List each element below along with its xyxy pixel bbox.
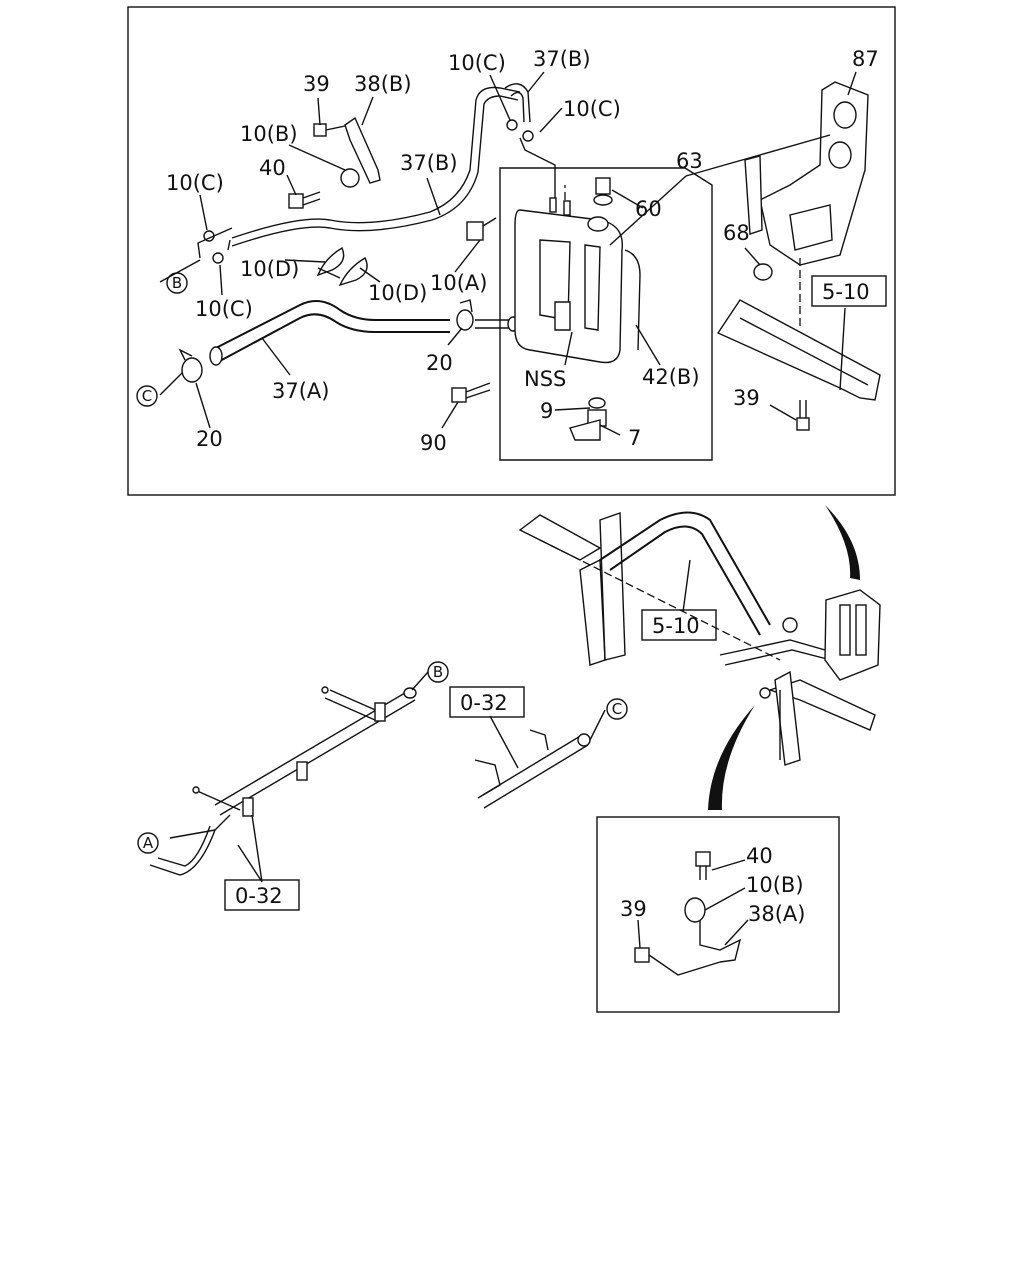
pipe-assembly-left <box>149 686 417 876</box>
label-37b-top: 37(B) <box>533 47 591 71</box>
main-frame <box>127 6 896 496</box>
hose-37b-upper <box>504 83 566 200</box>
bracket-87 <box>744 81 869 266</box>
bolt-39-right <box>796 400 810 431</box>
leader-0-32-mid <box>489 715 519 769</box>
label-10c-left: 10(C) <box>166 171 224 195</box>
clamp-20-mid <box>456 299 474 331</box>
label-87: 87 <box>852 47 879 71</box>
cap-60 <box>593 177 613 206</box>
leader-0-32-left <box>237 814 263 883</box>
ref-box-5-10-top <box>811 275 887 307</box>
label-40-inset: 40 <box>746 844 773 868</box>
label-10a: 10(A) <box>430 271 487 295</box>
label-68: 68 <box>723 221 750 245</box>
clips-10d <box>316 246 368 287</box>
connector-b-low-letter: B <box>433 663 443 681</box>
hose-42b <box>624 249 641 351</box>
label-90: 90 <box>420 431 447 455</box>
leader-5-10-mid <box>682 559 691 613</box>
ref-0-32-mid: 0-32 <box>460 691 508 715</box>
bracket-38b <box>313 116 381 188</box>
ref-box-0-32-left <box>224 879 300 911</box>
reservoir-tank-63 <box>514 197 624 364</box>
sensor-7 <box>569 397 607 441</box>
label-10c-top1: 10(C) <box>448 51 506 75</box>
ref-5-10-mid: 5-10 <box>652 614 700 638</box>
label-nss: NSS <box>524 367 566 391</box>
ref-0-32-left: 0-32 <box>235 884 283 908</box>
inset-parts <box>634 851 749 976</box>
label-7: 7 <box>628 426 641 450</box>
label-20-bottom: 20 <box>196 427 223 451</box>
leader-lines <box>159 71 857 436</box>
label-37b-mid: 37(B) <box>400 151 458 175</box>
connector-b-top-letter: B <box>172 274 182 292</box>
label-20-mid: 20 <box>426 351 453 375</box>
ref-5-10-top: 5-10 <box>822 280 870 304</box>
connector-b-low <box>427 661 449 683</box>
label-39-top: 39 <box>303 72 330 96</box>
label-39-inset: 39 <box>620 897 647 921</box>
label-10b-inset: 10(B) <box>746 873 804 897</box>
label-42b: 42(B) <box>642 365 700 389</box>
clamp-10c-top <box>506 119 534 142</box>
label-10b-top: 10(B) <box>240 122 298 146</box>
label-38b: 38(B) <box>354 72 412 96</box>
bolt-40 <box>288 191 321 209</box>
connector-c-low <box>606 698 628 720</box>
clamp-20-left <box>178 348 203 383</box>
chassis-view <box>518 511 881 766</box>
label-38a-inset: 38(A) <box>748 902 805 926</box>
connector-a-low <box>137 832 159 854</box>
ref-box-0-32-mid <box>449 686 525 718</box>
label-10c-low: 10(C) <box>195 297 253 321</box>
clip-10c-left <box>197 227 233 264</box>
nut-68 <box>753 263 773 281</box>
ref-box-5-10-mid <box>641 609 717 641</box>
tank-subframe <box>499 167 713 461</box>
detail-arrow-top <box>825 505 860 580</box>
clip-10a <box>466 217 497 241</box>
connector-c-top-letter: C <box>142 387 152 405</box>
connector-a-low-letter: A <box>143 834 154 852</box>
connector-b-top <box>166 272 188 294</box>
hose-37b <box>227 86 521 251</box>
label-63: 63 <box>676 149 703 173</box>
label-40-top: 40 <box>259 156 286 180</box>
label-10d-1: 10(D) <box>240 257 299 281</box>
label-9: 9 <box>540 399 553 423</box>
label-37a: 37(A) <box>272 379 329 403</box>
inset-frame <box>596 816 840 1013</box>
label-10d-2: 10(D) <box>368 281 427 305</box>
label-60: 60 <box>635 197 662 221</box>
connector-c-low-letter: C <box>612 700 622 718</box>
bolt-90 <box>451 382 491 403</box>
detail-arrow-bottom <box>708 705 755 810</box>
pipe-assembly-center <box>474 709 606 809</box>
connector-c-top <box>136 385 158 407</box>
label-39-right: 39 <box>733 386 760 410</box>
hose-37a <box>209 300 450 366</box>
label-10c-top2: 10(C) <box>563 97 621 121</box>
leader-b-low <box>411 671 429 691</box>
